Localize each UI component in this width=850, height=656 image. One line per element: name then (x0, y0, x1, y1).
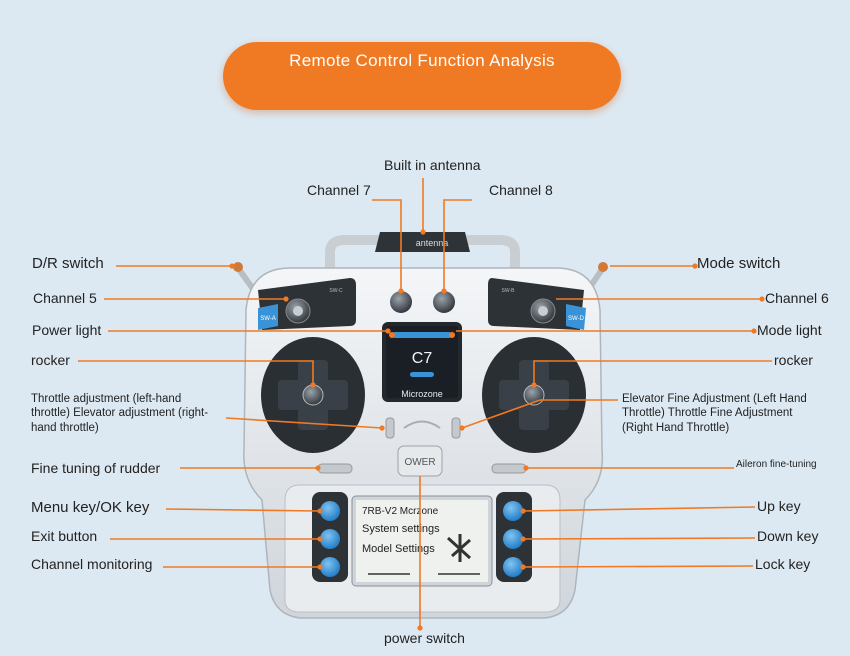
sw-b-label: SW-B (502, 288, 516, 294)
power-light (389, 332, 395, 338)
label-rocker-right: rocker (774, 352, 813, 368)
leader-dot-throttle-adjustment (379, 425, 385, 431)
leader-dot-elevator-fine-adjustment (459, 425, 465, 431)
label-power-light: Power light (32, 322, 102, 338)
label-rocker-left: rocker (31, 352, 70, 368)
leader-rocker-left (78, 360, 314, 385)
label-menu-ok-key: Menu key/OK key (31, 499, 150, 516)
label-power-switch: power switch (384, 630, 465, 646)
antenna-housing-label: antenna (416, 238, 449, 248)
leader-dot-channel-monitoring (317, 564, 323, 570)
label-channel-6: Channel 6 (765, 290, 829, 306)
left-vertical-trim (385, 417, 395, 439)
leader-throttle-adjustment (225, 417, 383, 429)
left-blue-tab (258, 304, 278, 330)
sw-c-label: SW-C (329, 288, 343, 294)
down-key (503, 529, 523, 549)
label-dr-switch: D/R switch (32, 255, 104, 272)
color-screen-model: C7 (412, 350, 433, 367)
up-key (503, 501, 523, 521)
color-screen-brand: Microzone (401, 389, 443, 399)
label-mode-switch: Mode switch (697, 255, 781, 272)
label-channel-8: Channel 8 (489, 182, 553, 198)
leader-channel-8 (443, 199, 472, 291)
label-elevator-fine-adjustment: Elevator Fine Adjustment (Left Hand Thro… (622, 393, 807, 434)
antenna-housing (375, 232, 470, 252)
leader-dot-built-in-antenna (420, 229, 426, 235)
channel-monitoring-key (320, 557, 340, 577)
lcd-system-settings: System settings (362, 523, 440, 535)
rudder-trim (317, 463, 353, 474)
leader-dot-mode-light (751, 328, 757, 334)
leader-lock-key (522, 565, 754, 568)
label-channel-7: Channel 7 (307, 182, 371, 198)
label-lock-key: Lock key (755, 556, 811, 572)
right-blue-tab (566, 304, 586, 330)
exit-key (320, 529, 340, 549)
lcd-plane-icon (446, 534, 472, 562)
leader-dot-rocker-left (310, 382, 316, 388)
sw-d-label: SW-D (568, 316, 585, 322)
label-up-key: Up key (757, 498, 801, 514)
leader-dot-mode-switch (692, 263, 698, 269)
leader-up-key (522, 506, 756, 512)
leader-dot-aileron-fine-tuning (523, 465, 529, 471)
leader-dot-channel-5 (283, 296, 289, 302)
label-mode-light: Mode light (757, 322, 822, 338)
lock-key (503, 557, 523, 577)
power-button-label: OWER (404, 457, 435, 468)
leader-dot-lock-key (520, 564, 526, 570)
label-built-in-antenna: Built in antenna (384, 157, 481, 173)
mode-switch-tip (598, 262, 608, 272)
color-screen (386, 326, 458, 398)
right-vertical-trim (451, 417, 461, 439)
callout-dots (229, 229, 765, 631)
label-down-key: Down key (757, 528, 819, 544)
lcd-header: 7RB-V2 Mcrzone (362, 506, 439, 517)
lcd-model-settings: Model Settings (362, 543, 435, 555)
dr-switch-tip (233, 262, 243, 272)
label-fine-tuning-rudder: Fine tuning of rudder (31, 460, 161, 476)
title-banner (223, 42, 621, 110)
leader-rocker-right (533, 360, 772, 385)
label-throttle-adjustment: Throttle adjustment (left-hand throttle)… (31, 393, 209, 434)
leader-dot-channel-8 (441, 288, 447, 294)
leader-dot-power-light (385, 328, 391, 334)
label-exit-button: Exit button (31, 528, 98, 544)
leader-dot-exit-button (317, 536, 323, 542)
channel-8-knob (433, 291, 455, 313)
aileron-trim (491, 463, 527, 474)
leader-dot-up-key (520, 508, 526, 514)
leader-dot-down-key (520, 536, 526, 542)
label-channel-monitoring: Channel monitoring (31, 556, 153, 572)
leader-dot-channel-6 (759, 296, 765, 302)
leader-dot-menu-ok-key (317, 508, 323, 514)
sw-a-label: SW-A (260, 316, 276, 322)
page-title: Remote Control Function Analysis (289, 51, 555, 70)
menu-ok-key (320, 501, 340, 521)
leader-elevator-fine-adjustment (461, 399, 618, 429)
leader-dot-power-switch (417, 625, 423, 631)
label-aileron-fine-tuning: Aileron fine-tuning (736, 459, 817, 470)
channel-7-knob (390, 291, 412, 313)
label-channel-5: Channel 5 (33, 290, 97, 306)
leader-dot-fine-tuning-rudder (315, 465, 321, 471)
leader-channel-7 (372, 199, 402, 291)
left-rocker (302, 384, 324, 406)
leader-dot-dr-switch (229, 263, 235, 269)
leader-down-key (522, 537, 756, 540)
leader-dot-rocker-right (531, 382, 537, 388)
mode-light (449, 332, 455, 338)
callout-leaders (78, 178, 772, 628)
leader-menu-ok-key (165, 508, 321, 512)
leader-dot-channel-7 (398, 288, 404, 294)
lcd-screen (356, 500, 488, 582)
